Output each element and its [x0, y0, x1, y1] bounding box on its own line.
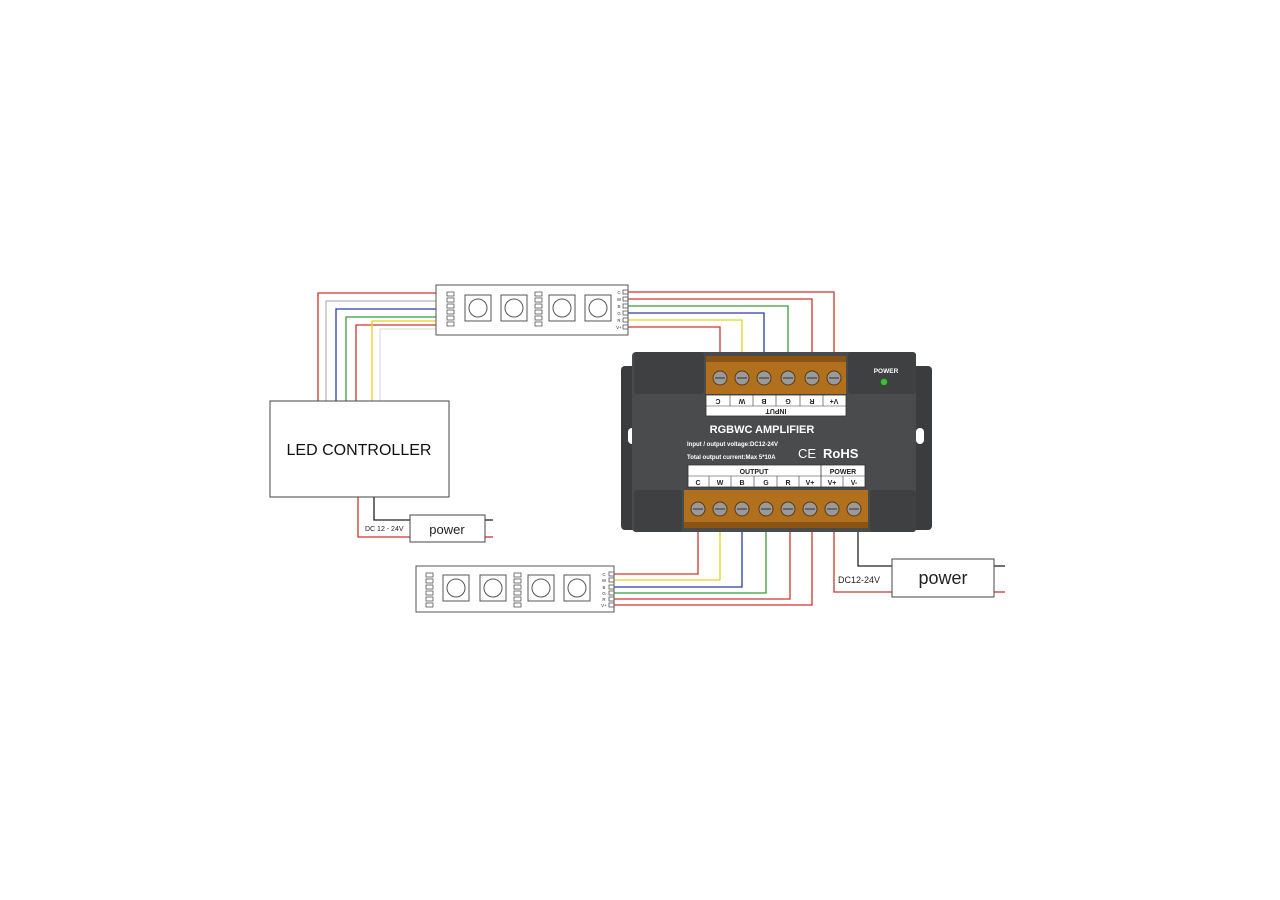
wire-yellow	[371, 320, 436, 401]
controller-to-strip-wires	[317, 292, 436, 401]
wire-red-inner	[355, 324, 436, 401]
power-small-label: power	[429, 522, 465, 537]
ce-mark: CE	[798, 446, 816, 461]
input-pin-label: R	[809, 397, 814, 404]
wire-in-red-3	[628, 326, 721, 362]
power-pin-label: V-	[851, 480, 858, 487]
output-pin-label: C	[695, 480, 700, 487]
led-strip-bottom: C W B G R V+	[415, 565, 615, 613]
power-indicator: POWER	[874, 368, 899, 386]
pin-label: V+	[616, 325, 622, 330]
rohs-mark: RoHS	[823, 446, 859, 461]
output-pin-label: B	[739, 480, 744, 487]
output-pin-label: V+	[806, 480, 815, 487]
power-led-icon	[880, 378, 888, 386]
strip-top-pads-left	[446, 291, 455, 327]
pin-label: B	[617, 304, 620, 309]
wire-white-2	[379, 328, 436, 401]
wire-green	[345, 316, 436, 401]
output-label-plate: OUTPUT POWER C W B G R V+ V+ V-	[687, 464, 866, 488]
strip-bottom-pins	[608, 571, 615, 608]
pin-label: V+	[601, 603, 607, 608]
output-to-strip-wires	[614, 528, 813, 606]
power-supply-small: power DC 12 - 24V	[365, 514, 486, 543]
strip-bottom-leds	[442, 574, 591, 602]
pin-label: C	[617, 290, 621, 295]
wire-out-yellow	[614, 528, 721, 581]
wire-blue	[335, 308, 436, 401]
amplifier-title: RGBWC AMPLIFIER	[710, 424, 815, 436]
led-strip-top: C W B G R V+	[435, 284, 629, 336]
pin-label: G	[617, 311, 621, 316]
power-large-label: power	[918, 568, 967, 588]
wire-out-red-c	[614, 528, 699, 575]
pin-label: R	[602, 597, 606, 602]
input-pin-label: W	[738, 397, 745, 404]
wire-in-red-2	[628, 298, 813, 362]
input-terminal-block	[706, 356, 846, 394]
input-group-label: INPUT	[765, 407, 787, 414]
wire-in-green	[628, 305, 789, 362]
strip-bottom-pads-left	[425, 572, 434, 608]
input-pin-label: C	[715, 397, 720, 404]
power-supply-large: power DC12-24V	[838, 558, 995, 598]
power-led-label: POWER	[874, 368, 899, 375]
wire-out-red-v	[614, 528, 813, 606]
wire-in-blue	[628, 312, 765, 362]
strip-top-leds	[464, 294, 612, 322]
power-pin-label: V+	[828, 480, 837, 487]
strip-top-pins	[622, 289, 629, 330]
right-slot	[916, 428, 924, 444]
output-terminal-block	[684, 490, 868, 528]
input-pin-label: B	[761, 397, 766, 404]
strip-bottom-pin-labels: C W B G R V+	[601, 572, 607, 608]
wire-out-red-r	[614, 528, 791, 600]
wire-out-blue	[614, 528, 743, 588]
input-label-plate: V+ R G B W C INPUT	[705, 394, 847, 417]
strip-top-pads-mid	[534, 291, 543, 327]
power-wires	[357, 497, 1005, 593]
wire-out-green	[614, 528, 767, 594]
power-small-voltage: DC 12 - 24V	[365, 526, 404, 533]
output-pin-label: R	[785, 480, 790, 487]
power-group-label: POWER	[830, 469, 856, 476]
input-pin-label: V+	[830, 397, 839, 404]
wire-red-outer	[317, 292, 436, 401]
output-pin-label: W	[717, 480, 724, 487]
wire-ctrl-power-red	[357, 497, 410, 538]
pin-label: R	[617, 318, 621, 323]
pin-label: C	[602, 572, 606, 577]
wire-white	[325, 300, 436, 401]
spec-voltage: Input / output voltage:DC12-24V	[687, 442, 778, 448]
output-group-label: OUTPUT	[740, 469, 770, 476]
wire-amp-power-black	[857, 528, 892, 567]
strip-bottom-pads-mid	[513, 572, 522, 608]
output-pin-label: G	[763, 480, 769, 487]
input-pin-label: G	[785, 397, 791, 404]
pin-label: W	[602, 578, 607, 583]
pin-label: G	[602, 591, 606, 596]
led-controller-label: LED CONTROLLER	[287, 442, 432, 459]
power-large-voltage: DC12-24V	[838, 575, 880, 585]
pin-label: B	[602, 585, 605, 590]
strip-to-input-wires	[628, 291, 835, 362]
wire-amp-power-red	[833, 528, 892, 593]
led-controller: LED CONTROLLER	[269, 400, 450, 498]
strip-top-pin-labels: C W B G R V+	[616, 290, 622, 330]
spec-current: Total output current:Max 5*10A	[687, 455, 776, 461]
rgbwc-amplifier: V+ R G B W C INPUT POWER RGBWC AMPLIFIER…	[621, 352, 932, 532]
pin-label: W	[617, 297, 622, 302]
wire-in-red-1	[628, 291, 835, 362]
wire-in-yellow	[628, 319, 743, 362]
wire-ctrl-power-black	[373, 497, 410, 521]
